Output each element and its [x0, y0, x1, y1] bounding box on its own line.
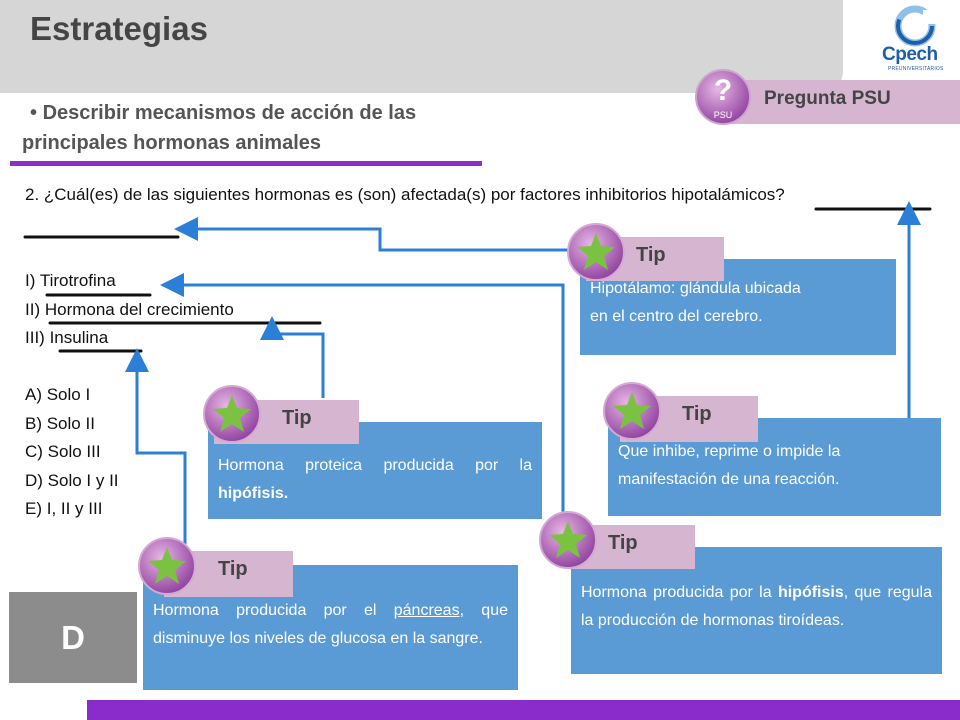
svg-text:?: ?	[714, 74, 732, 107]
question-mark-icon: ? PSU	[695, 69, 751, 125]
star-icon	[203, 385, 261, 443]
star-icon	[567, 223, 625, 281]
statement-1: I) Tirotrofina	[25, 271, 116, 290]
title-bar	[0, 0, 843, 93]
question-text: 2. ¿Cuál(es) de las siguientes hormonas …	[25, 185, 785, 204]
underlined-hipotalamicos: hipotalámicos	[671, 185, 776, 204]
tip-label-pancreas: Tip	[164, 551, 293, 597]
page-title: Estrategias	[30, 10, 208, 47]
psu-banner	[724, 80, 960, 124]
statement-2: II) Hormona del crecimiento	[25, 300, 234, 319]
star-icon	[138, 537, 196, 595]
star-icon	[539, 511, 597, 569]
objective-line-1: Describir mecanismos de acción de las	[42, 102, 417, 124]
option-c[interactable]: C) Solo III	[25, 442, 101, 461]
cpech-logo-icon	[894, 5, 937, 47]
option-a[interactable]: A) Solo I	[25, 385, 91, 404]
underlined-inhibitorios: inhibitorios	[585, 185, 667, 204]
bullet: •	[30, 102, 38, 124]
option-d[interactable]: D) Solo I y II	[25, 471, 119, 490]
statement-3: III) Insulina	[25, 328, 109, 347]
tip-box-pancreas: Hormona producida por el páncreas, que d…	[143, 565, 518, 690]
psu-icon-text: PSU	[714, 110, 733, 120]
objective-divider	[10, 161, 482, 166]
logo-name: Cpech	[882, 44, 938, 65]
option-e[interactable]: E) I, II y III	[25, 499, 103, 518]
bottom-bar	[87, 700, 960, 720]
objective: • Describir mecanismos de acción de las …	[22, 98, 550, 158]
psu-label: Pregunta PSU	[764, 88, 891, 109]
option-b[interactable]: B) Solo II	[25, 414, 95, 433]
star-icon	[603, 382, 661, 440]
objective-line-2: principales hormonas animales	[22, 132, 321, 154]
answer-box: D	[9, 592, 137, 683]
logo-subtitle: PREUNIVERSITARIOS	[888, 66, 944, 72]
